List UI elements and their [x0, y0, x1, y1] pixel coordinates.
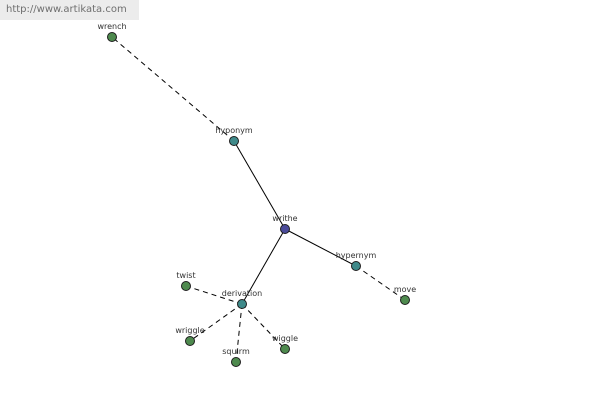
node-marker-hyponym[interactable] — [229, 136, 239, 146]
edge-writhe-hypernym — [284, 228, 357, 267]
node-marker-derivation[interactable] — [237, 299, 247, 309]
node-label-hyponym[interactable]: hyponym — [215, 126, 253, 135]
node-wiggle[interactable]: wiggle — [272, 334, 298, 354]
edge-writhe-derivation — [241, 228, 286, 305]
node-label-hypernym[interactable]: hypernym — [336, 251, 377, 260]
node-label-wriggle[interactable]: wriggle — [175, 326, 204, 335]
edges-layer — [111, 36, 406, 363]
node-marker-hypernym[interactable] — [351, 261, 361, 271]
nodes-layer: writhe hyponym hypernym derivation wrench mov… — [97, 22, 416, 367]
edge-derivation-twist — [185, 285, 243, 305]
node-marker-wrench[interactable] — [107, 32, 117, 42]
node-twist[interactable]: twist — [176, 271, 196, 291]
node-marker-squirm[interactable] — [231, 357, 241, 367]
node-label-wiggle[interactable]: wiggle — [272, 334, 298, 343]
node-marker-wiggle[interactable] — [280, 344, 290, 354]
node-hypernym[interactable]: hypernym — [336, 251, 377, 271]
edge-derivation-wriggle — [189, 303, 243, 342]
node-wrench[interactable]: wrench — [97, 22, 127, 42]
node-derivation[interactable]: derivation — [222, 289, 262, 309]
edge-derivation-wiggle — [241, 303, 286, 350]
node-wriggle[interactable]: wriggle — [175, 326, 205, 346]
node-move[interactable]: move — [394, 285, 416, 305]
source-url-banner[interactable]: http://www.artikata.com — [0, 0, 139, 20]
node-label-writhe[interactable]: writhe — [272, 214, 297, 223]
node-marker-writhe[interactable] — [280, 224, 290, 234]
node-label-wrench[interactable]: wrench — [97, 22, 126, 31]
node-writhe[interactable]: writhe — [272, 214, 298, 234]
node-label-squirm[interactable]: squirm — [222, 347, 250, 356]
node-hyponym[interactable]: hyponym — [215, 126, 253, 146]
node-marker-wriggle[interactable] — [185, 336, 195, 346]
node-label-derivation[interactable]: derivation — [222, 289, 262, 298]
node-marker-move[interactable] — [400, 295, 410, 305]
node-squirm[interactable]: squirm — [222, 347, 250, 367]
edge-hypernym-move — [355, 265, 406, 301]
node-label-move[interactable]: move — [394, 285, 416, 294]
node-marker-twist[interactable] — [181, 281, 191, 291]
node-label-twist[interactable]: twist — [176, 271, 195, 280]
edge-derivation-squirm — [235, 303, 243, 363]
edge-writhe-hyponym — [233, 140, 286, 230]
